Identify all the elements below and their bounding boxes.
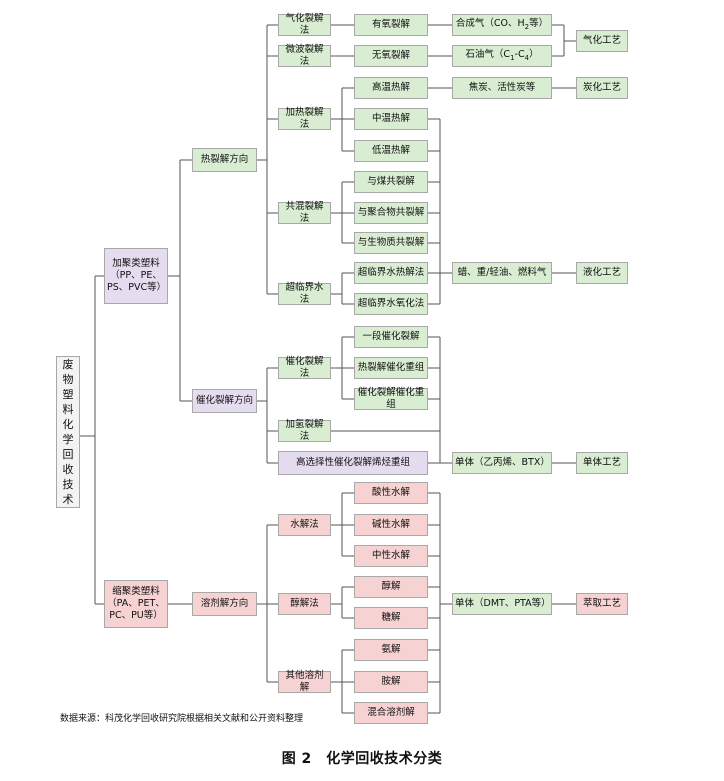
addition-plastics-node: 加聚类塑料 （PP、PE、 PS、PVC等） xyxy=(104,248,168,304)
gasification-method-node: 气化裂解法 xyxy=(278,13,331,36)
root-node: 废 物 塑 料 化 学 回 收 技 术 xyxy=(56,356,80,508)
alcoholysis-node: 醇解 xyxy=(354,576,428,598)
gasification-process-node: 气化工艺 xyxy=(576,30,628,52)
coke-carbon-node: 焦炭、活性炭等 xyxy=(452,77,552,99)
syngas-text: 合成气（CO、H2等） xyxy=(455,17,549,31)
neutral-hydrolysis-node: 中性水解 xyxy=(354,545,428,567)
catalytic-catalytic-node: 催化裂解催化重组 xyxy=(354,387,428,410)
low-temp-node: 低温热解 xyxy=(354,140,428,162)
mid-temp-node: 中温热解 xyxy=(354,108,428,130)
oil-gas-text: 石油气（C1-C4） xyxy=(465,48,539,62)
one-stage-node: 一段催化裂解 xyxy=(354,326,428,348)
scw-oxidation-node: 超临界水氧化法 xyxy=(354,293,428,315)
with-polymer-node: 与聚合物共裂解 xyxy=(354,202,428,224)
syngas-node: 合成气（CO、H2等） xyxy=(452,14,552,36)
extraction-process-node: 萃取工艺 xyxy=(576,593,628,615)
monomer-btx-node: 单体（乙丙烯、BTX） xyxy=(452,452,552,474)
other-solvolysis-node: 其他溶剂解 xyxy=(278,670,331,693)
ammonolysis-node: 氨解 xyxy=(354,639,428,661)
catalytic-method-node: 催化裂解法 xyxy=(278,356,331,379)
thermal-catalytic-node: 热裂解催化重组 xyxy=(354,357,428,379)
source-note: 数据来源：科茂化学回收研究院根据相关文献和公开资料整理 xyxy=(60,714,304,724)
oil-gas-node: 石油气（C1-C4） xyxy=(452,45,552,67)
condensation-plastics-node: 缩聚类塑料 （PA、PET、 PC、PU等） xyxy=(104,580,168,628)
hydrocracking-method-node: 加氢裂解法 xyxy=(278,419,331,442)
hydrolysis-method-node: 水解法 xyxy=(278,514,331,536)
mixed-solvolysis-node: 混合溶剂解 xyxy=(354,702,428,724)
thermal-direction-node: 热裂解方向 xyxy=(192,148,257,172)
supercritical-method-node: 超临界水法 xyxy=(278,282,331,305)
glycolysis-node: 糖解 xyxy=(354,607,428,629)
with-biomass-node: 与生物质共裂解 xyxy=(354,232,428,254)
with-coal-node: 与煤共裂解 xyxy=(354,171,428,193)
copyrolysis-method-node: 共混裂解法 xyxy=(278,201,331,224)
alcoholysis-method-node: 醇解法 xyxy=(278,593,331,615)
heating-method-node: 加热裂解法 xyxy=(278,107,331,130)
figure-caption: 图 2 化学回收技术分类 xyxy=(281,751,443,767)
monomer-process-node: 单体工艺 xyxy=(576,452,628,474)
wax-oil-fuel-node: 蜡、重/轻油、燃料气 xyxy=(452,262,552,284)
anaerobic-pyrolysis-node: 无氧裂解 xyxy=(354,45,428,67)
high-temp-node: 高温热解 xyxy=(354,77,428,99)
liquefaction-process-node: 液化工艺 xyxy=(576,262,628,284)
selective-catalytic-node: 高选择性催化裂解烯烃重组 xyxy=(278,451,428,475)
catalytic-direction-node: 催化裂解方向 xyxy=(192,389,257,413)
acid-hydrolysis-node: 酸性水解 xyxy=(354,482,428,504)
aerobic-pyrolysis-node: 有氧裂解 xyxy=(354,14,428,36)
alkaline-hydrolysis-node: 碱性水解 xyxy=(354,514,428,536)
scw-thermal-node: 超临界水热解法 xyxy=(354,262,428,284)
carbonization-process-node: 炭化工艺 xyxy=(576,77,628,99)
solvolysis-direction-node: 溶剂解方向 xyxy=(192,592,257,616)
microwave-method-node: 微波裂解法 xyxy=(278,44,331,67)
aminolysis-node: 胺解 xyxy=(354,671,428,693)
monomer-dmt-node: 单体（DMT、PTA等） xyxy=(452,593,552,615)
